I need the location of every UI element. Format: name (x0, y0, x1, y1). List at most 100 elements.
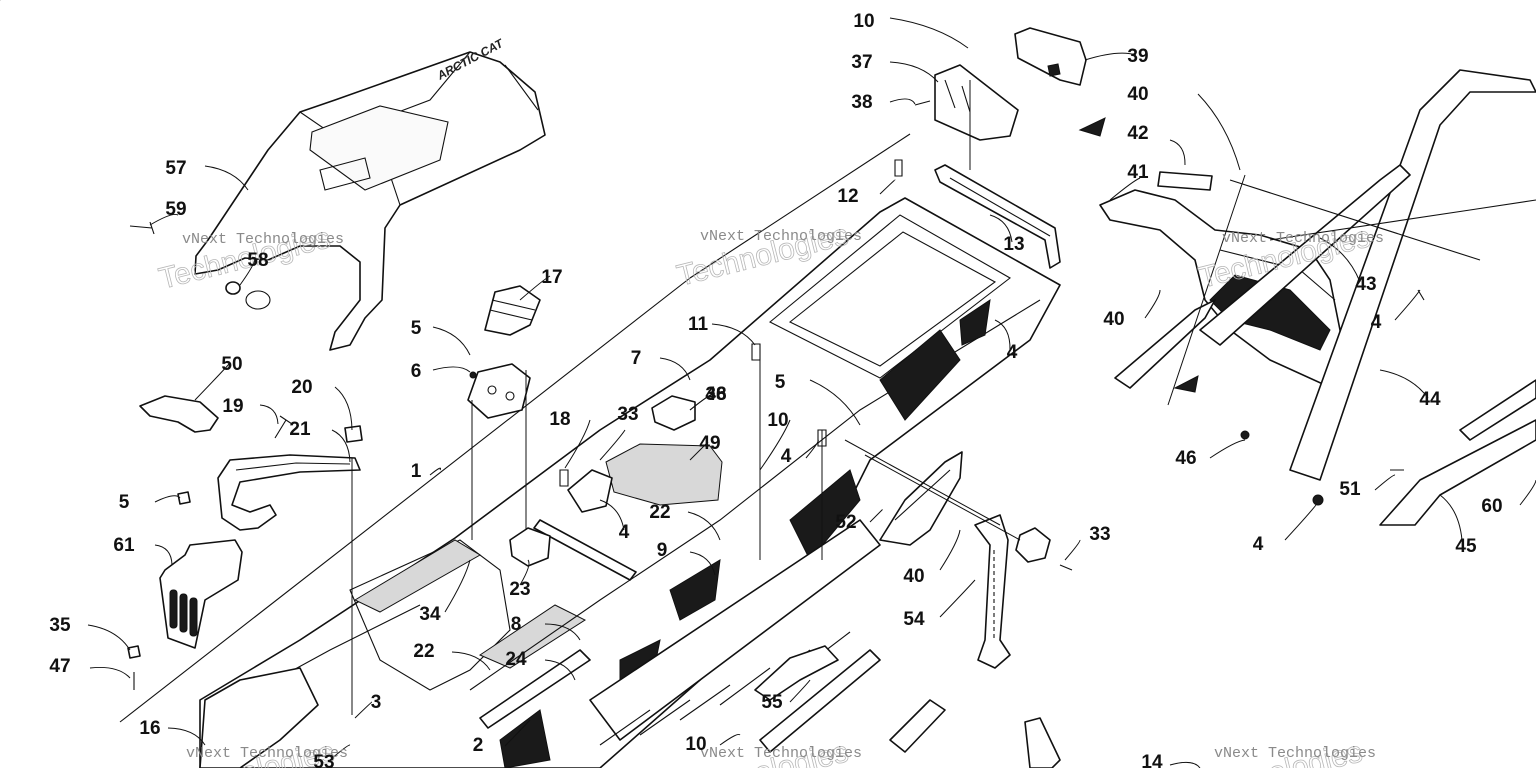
leader-line (1379, 369, 1429, 399)
callout-number: 10 (767, 410, 788, 431)
plate-part (651, 395, 696, 431)
callout-number: 20 (291, 377, 312, 398)
runner-part (1459, 379, 1536, 441)
lens-part (1157, 171, 1213, 191)
hinge-chain-part (974, 514, 1011, 669)
rear-bumper-part (1199, 69, 1536, 481)
callout-number: 33 (617, 404, 638, 425)
leader-line (1109, 177, 1141, 201)
leader-line (889, 17, 969, 49)
bracket-part (567, 469, 613, 513)
leader-line (687, 511, 721, 541)
leader-line (994, 319, 1011, 351)
leader-line (689, 441, 709, 461)
callout-number: 10 (853, 11, 874, 32)
rod-part (759, 649, 881, 753)
leader-line (1439, 494, 1463, 541)
watermark-line: vNext Technologies (186, 745, 348, 762)
leader-line (149, 214, 179, 226)
leader-line (1319, 237, 1361, 283)
callout-number: 4 (1253, 534, 1264, 555)
callout-number: 10 (685, 734, 706, 755)
callout-number: 2 (473, 735, 484, 756)
callout-number: 14 (1141, 752, 1163, 768)
leader-line (599, 499, 625, 531)
callout-number: 60 (1481, 496, 1502, 517)
callout-number: 21 (289, 419, 311, 440)
callout-number: 7 (631, 348, 642, 369)
leader-line (759, 419, 791, 471)
watermark-line: vNext Technologies (1222, 230, 1384, 247)
watermark-line: vNext Technologies (700, 228, 862, 245)
leader-line (331, 429, 351, 463)
leader-line (154, 495, 181, 503)
leader-line (167, 727, 206, 746)
callout-number: 44 (1419, 389, 1441, 410)
leader-line (1394, 289, 1421, 321)
callout-number: 49 (699, 433, 720, 454)
callout-number: 13 (1003, 234, 1024, 255)
bracket-part (467, 363, 531, 419)
leader-line (1064, 539, 1081, 561)
callout-number: 43 (1355, 274, 1376, 295)
callout-number: 4 (1007, 342, 1018, 363)
bracket-part (934, 164, 1061, 269)
leader-line (789, 679, 811, 703)
bolt-part (274, 415, 293, 439)
leader-line (1519, 479, 1536, 506)
leader-line (1197, 93, 1241, 171)
bracket-part (754, 645, 839, 701)
leader-line (89, 667, 131, 679)
callout-number: 40 (903, 566, 924, 587)
flap-part (484, 285, 541, 336)
leader-line (939, 579, 976, 618)
callout-number: 4 (619, 522, 630, 543)
taillight-part (1099, 189, 1346, 386)
watermark-line: vNext Technologies (182, 231, 344, 248)
leader-line (1169, 761, 1201, 769)
flap-part (879, 451, 963, 546)
plate-part (1015, 527, 1051, 563)
callout-number: 12 (837, 186, 858, 207)
rail-part (1114, 299, 1216, 389)
callout-number: 48 (705, 384, 726, 405)
leader-line (544, 623, 581, 641)
grommet-part (225, 281, 271, 310)
callout-number: 1 (411, 461, 422, 482)
leader-line (1374, 474, 1396, 491)
bracket-part (1024, 717, 1061, 769)
light-housing-part (934, 27, 1087, 141)
leader-line (805, 439, 819, 459)
leader-line (544, 659, 576, 681)
leader-line (659, 357, 691, 381)
nut-part (127, 645, 141, 659)
callout-number: 46 (1175, 448, 1196, 469)
callout-number: 53 (313, 752, 334, 768)
leader-line (711, 323, 756, 346)
leader-line (154, 544, 173, 566)
leader-line (869, 509, 883, 523)
callout-number: 22 (413, 641, 434, 662)
leader-line (329, 744, 351, 761)
leader-line (239, 257, 256, 286)
leader-line (1209, 439, 1246, 459)
grab-bracket-part (217, 454, 361, 531)
watermark-line: vNext Technologies (700, 745, 862, 762)
leader-line (1169, 139, 1186, 166)
callout-number: 58 (247, 250, 268, 271)
callout-number: 19 (222, 396, 243, 417)
callout-number: 4 (1371, 312, 1382, 333)
leader-line (87, 624, 131, 651)
leader-line (429, 467, 441, 476)
callout-number: 16 (139, 718, 160, 739)
callout-number: 40 (1103, 309, 1124, 330)
callout-number: 4 (781, 446, 792, 467)
callout-number: 8 (511, 614, 522, 635)
leader-line (432, 326, 471, 356)
callout-number: 33 (1089, 524, 1110, 545)
runner-part (1379, 419, 1536, 526)
leader-line (432, 366, 471, 373)
callout-number: 6 (411, 361, 422, 382)
callout-number: 40 (1127, 84, 1148, 105)
